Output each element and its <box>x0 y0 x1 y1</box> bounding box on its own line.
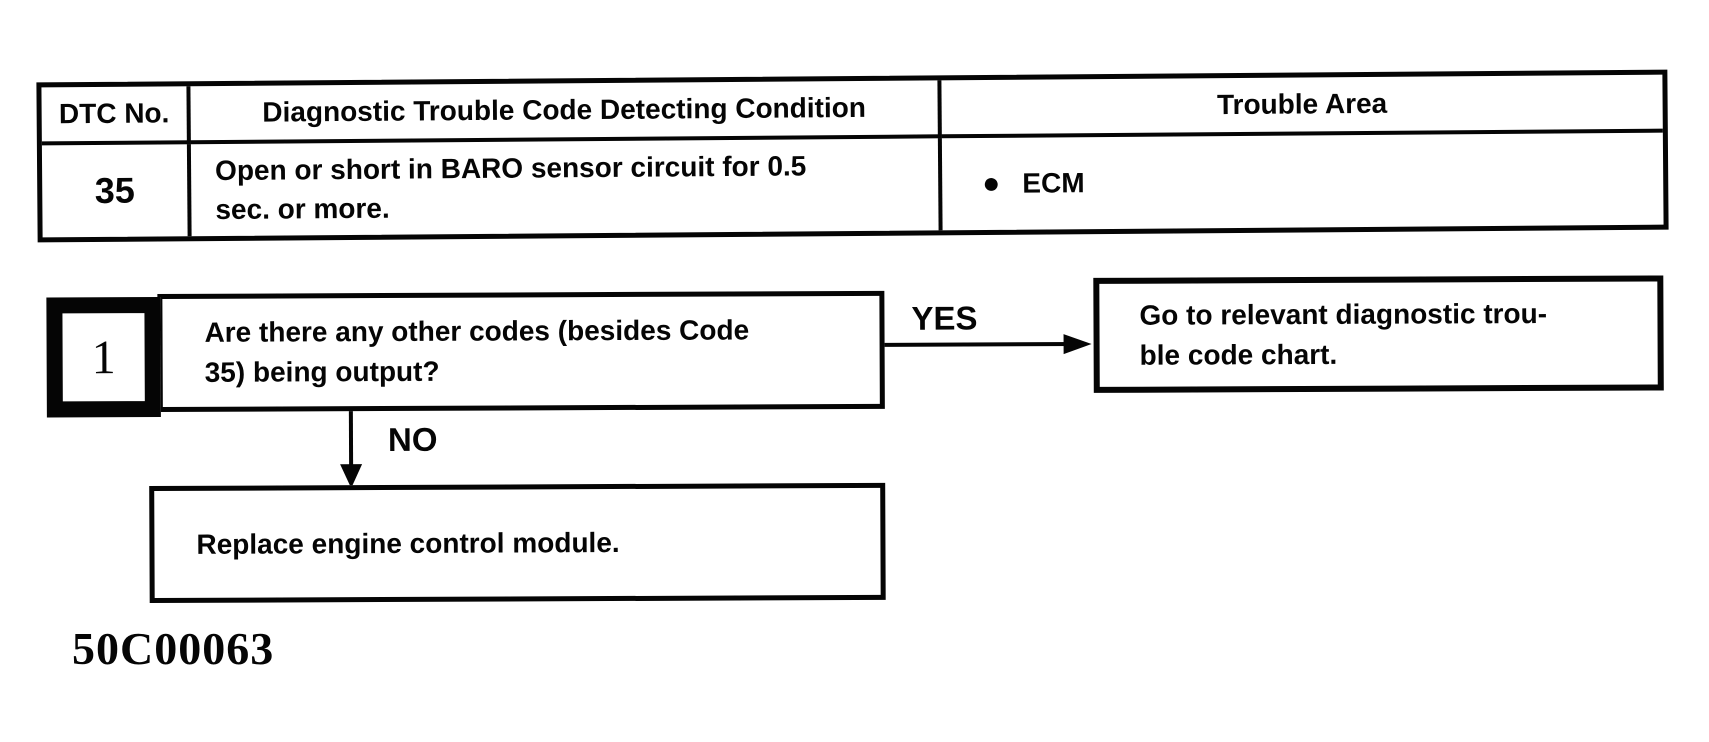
yes-label: YES <box>911 299 978 337</box>
yes-arrowhead-icon <box>1063 333 1092 355</box>
question-line-2: 35) being output? <box>204 355 440 388</box>
yes-result-line-2: ble code chart. <box>1139 338 1338 371</box>
no-label: NO <box>387 420 438 459</box>
flow-step-1-number-badge: 1 <box>46 297 161 418</box>
no-arrow-line <box>348 411 354 470</box>
yes-arrow-line <box>884 342 1077 347</box>
yes-result-box: Go to relevant diagnostic trou- ble code… <box>1093 275 1664 393</box>
question-line-1: Are there any other codes (besides Code <box>204 314 750 348</box>
figure-code: 50C00063 <box>72 623 275 674</box>
yes-result-line-1: Go to relevant diagnostic trou- <box>1139 297 1548 331</box>
no-result-box: Replace engine control module. <box>149 482 886 604</box>
flow-step-1-question-box: Are there any other codes (besides Code … <box>157 290 885 413</box>
no-result-text: Replace engine control module. <box>196 526 620 560</box>
